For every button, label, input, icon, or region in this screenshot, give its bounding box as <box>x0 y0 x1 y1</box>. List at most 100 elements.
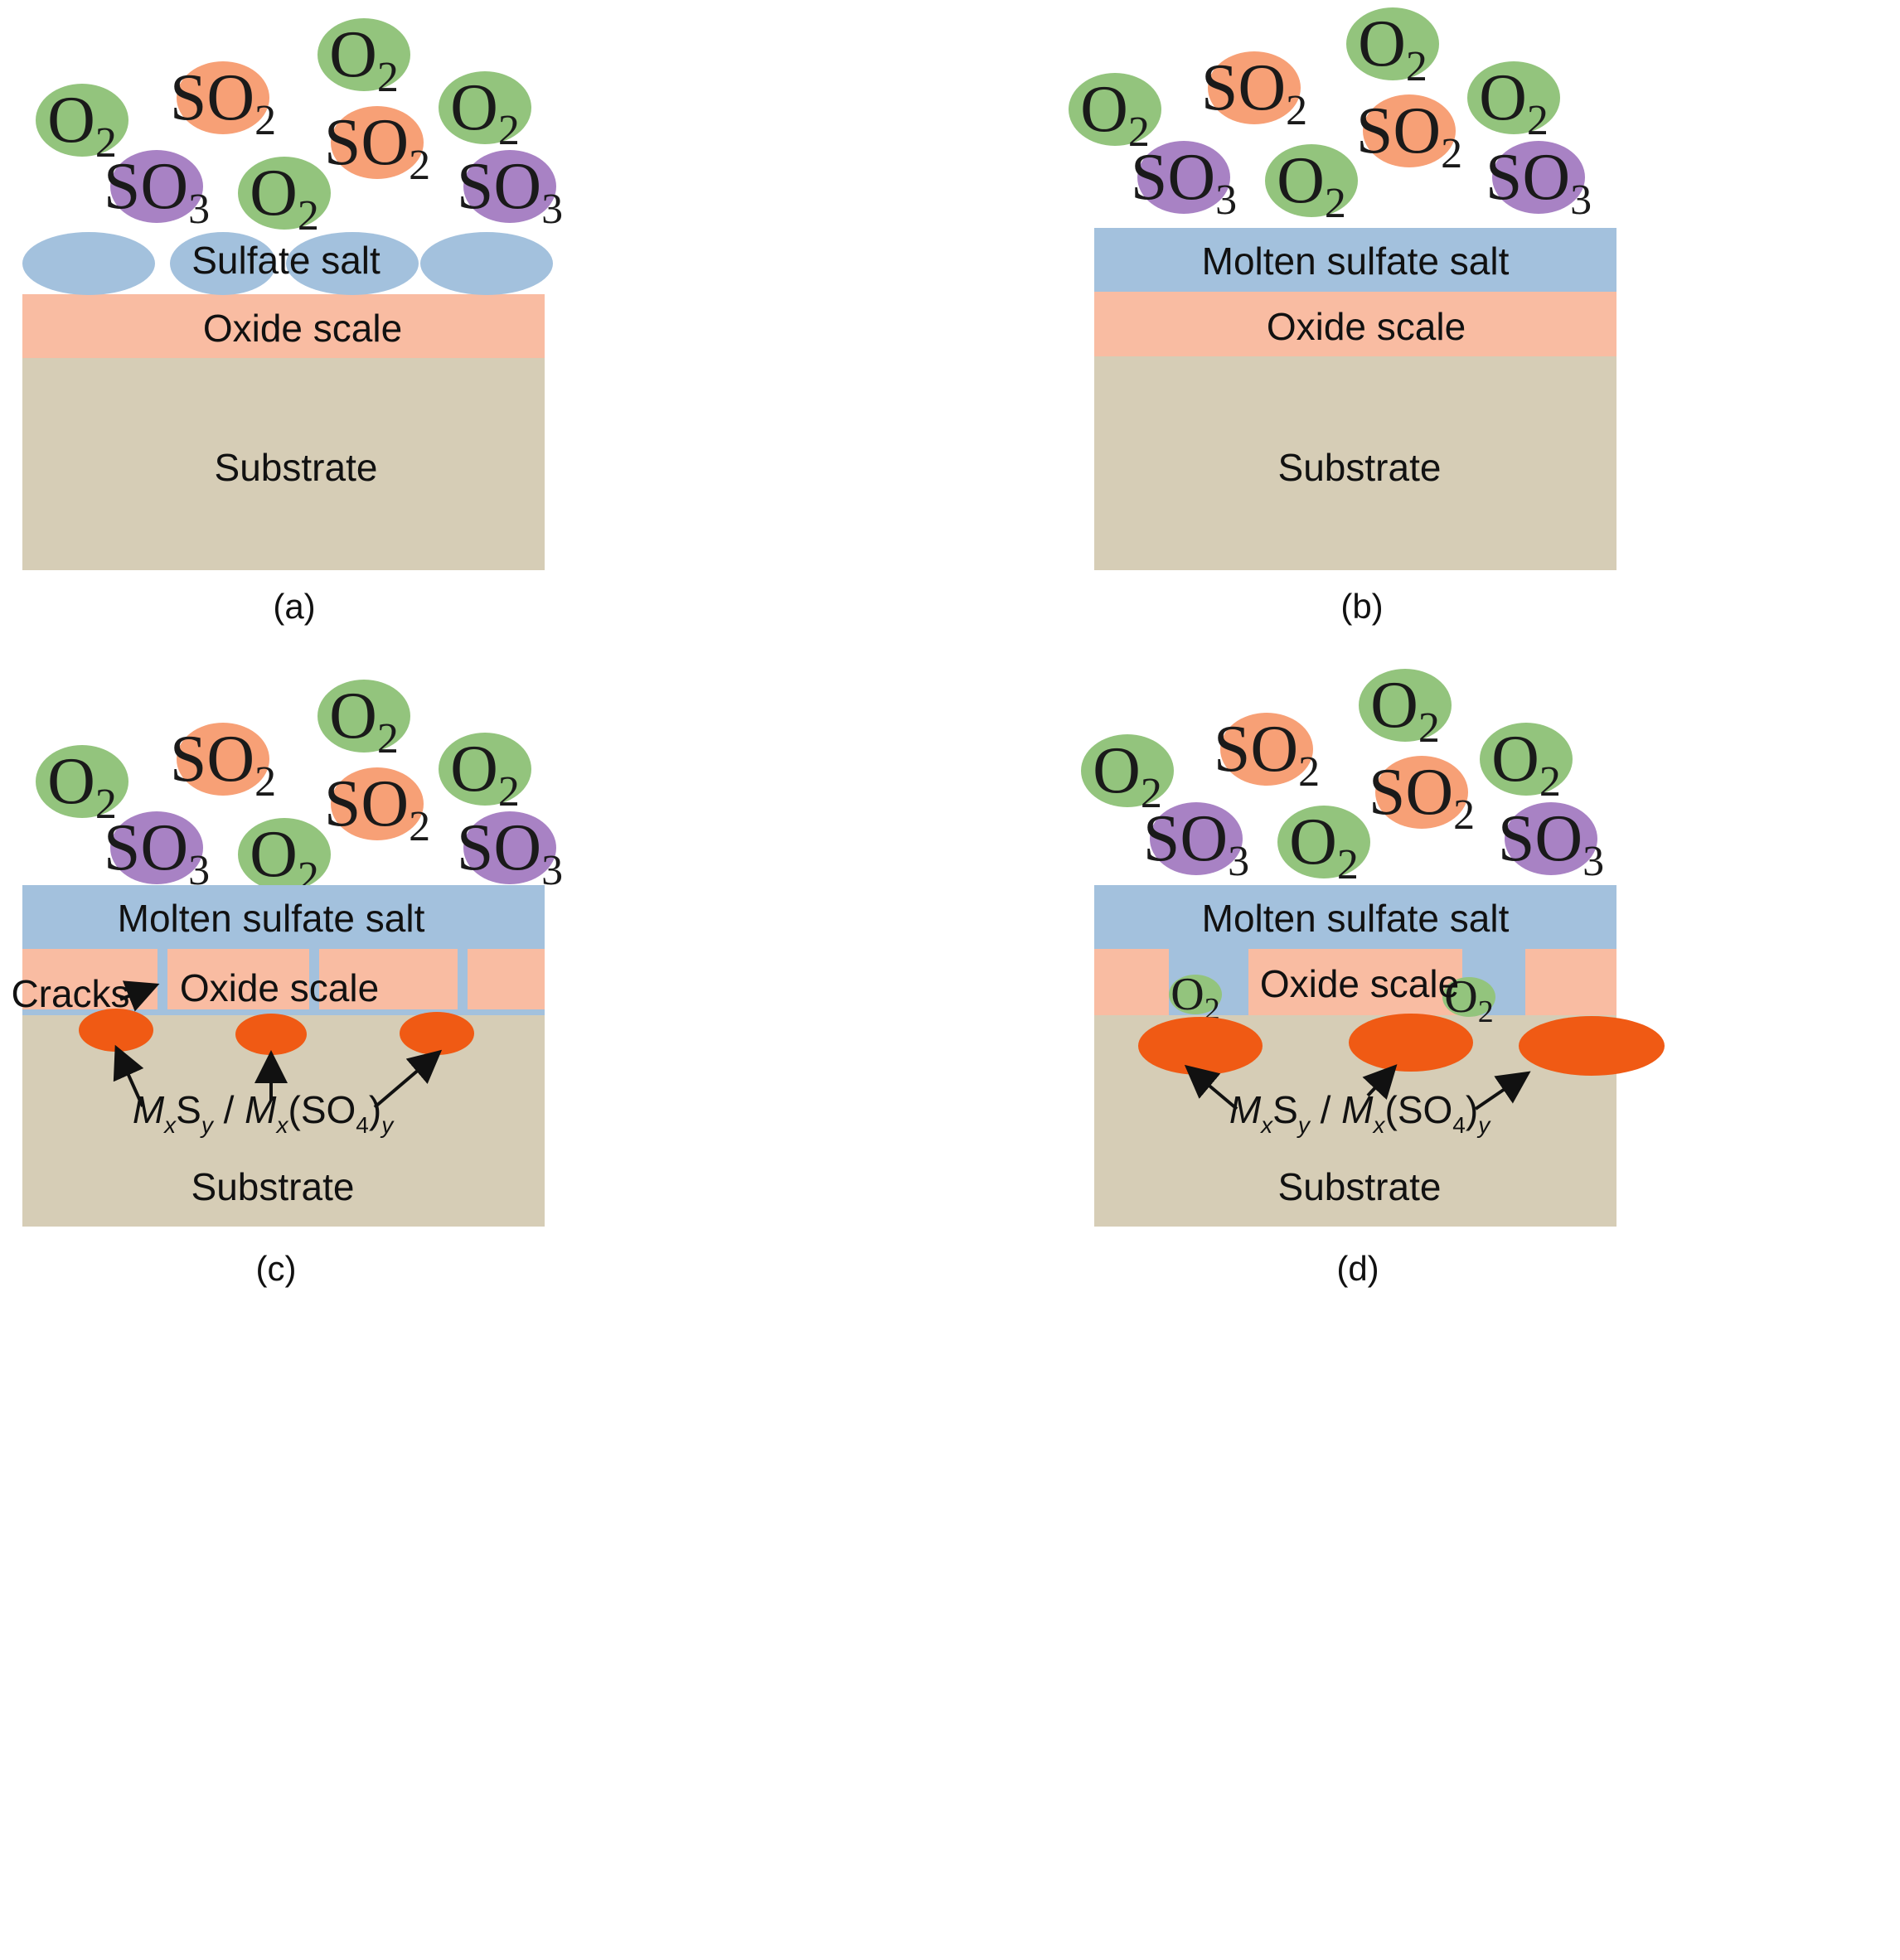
so3-bubble <box>110 811 203 884</box>
o2-formula: O2 <box>1358 7 1427 90</box>
so2-molecule: SO2 <box>1356 94 1462 177</box>
panel-caption: (c) <box>256 1249 297 1288</box>
product-formula-x1: x <box>162 1112 177 1138</box>
so2-base: SO <box>1369 756 1453 829</box>
crack <box>158 949 167 1015</box>
so3-base: SO <box>1143 802 1228 875</box>
o2-subscript: 2 <box>95 119 117 167</box>
so3-molecule: SO3 <box>457 811 563 894</box>
so2-base: SO <box>170 723 254 796</box>
o2-formula: O2 <box>450 733 520 815</box>
o2-formula: O2 <box>1093 734 1162 817</box>
product-formula-y2: y <box>1476 1112 1491 1138</box>
sulfate-salt-particle <box>170 232 276 295</box>
product-formula-slash: / <box>213 1088 245 1131</box>
corrosion-products <box>79 1009 474 1055</box>
so3-base: SO <box>104 150 188 223</box>
o2-bubble <box>1265 144 1358 217</box>
o2-subscript: 2 <box>298 192 319 240</box>
o2-bubble <box>1359 669 1452 742</box>
sulfide-product <box>1138 1017 1263 1075</box>
o2-base: O <box>1370 669 1418 742</box>
o2-base: O <box>1080 73 1128 146</box>
o2-formula: O2 <box>1444 971 1493 1029</box>
o2-subscript: 2 <box>498 768 520 815</box>
so3-subscript: 3 <box>541 847 563 894</box>
substrate-label: Substrate <box>191 1165 355 1208</box>
cracks-label: Cracks <box>11 972 129 1015</box>
so2-base: SO <box>170 61 254 134</box>
o2-molecule: O2 <box>439 71 531 154</box>
o2-formula: O2 <box>1289 806 1359 888</box>
o2-molecule: O2 <box>1265 144 1358 227</box>
substrate-label: Substrate <box>1278 1165 1442 1208</box>
so3-subscript: 3 <box>1570 177 1592 224</box>
so2-base: SO <box>1356 94 1441 167</box>
so2-bubble <box>1208 51 1301 124</box>
oxide-cracks <box>22 949 545 1015</box>
o2-molecule: O2 <box>1081 734 1174 817</box>
o2-formula: O2 <box>329 680 399 762</box>
so2-molecule: SO2 <box>170 723 276 806</box>
o2-subscript: 2 <box>1418 704 1440 752</box>
o2-molecule: O2 <box>1069 73 1161 156</box>
o2-bubble <box>1346 7 1439 80</box>
o2-bubble <box>1069 73 1161 146</box>
so2-subscript: 2 <box>254 758 276 806</box>
o2-bubble <box>1467 61 1560 134</box>
product-formula-y1: y <box>200 1112 215 1138</box>
so3-base: SO <box>1131 141 1215 214</box>
product-formula-m1: M <box>133 1088 165 1131</box>
o2-molecule: O2 <box>1467 61 1560 144</box>
o2-subscript: 2 <box>1478 995 1494 1029</box>
substrate-layer <box>1094 356 1616 570</box>
so2-molecule: SO2 <box>324 767 430 850</box>
so2-molecule: SO2 <box>324 106 430 189</box>
product-arrow <box>373 1049 443 1109</box>
molten-salt-label: Molten sulfate salt <box>1202 897 1510 940</box>
substrate-layer <box>22 358 545 570</box>
sulfide-product <box>235 1014 307 1055</box>
cracks-arrow <box>119 980 160 1012</box>
so2-bubble <box>331 106 424 179</box>
so2-base: SO <box>1201 51 1286 124</box>
substrate-label: Substrate <box>1278 446 1442 489</box>
o2-bubble <box>439 733 531 806</box>
so3-bubble <box>1492 141 1585 214</box>
panel-caption: (d) <box>1336 1249 1379 1288</box>
so2-molecule: SO2 <box>1201 51 1307 134</box>
so3-molecule: SO3 <box>457 150 563 233</box>
so3-formula: SO3 <box>1143 802 1249 885</box>
o2-subscript: 2 <box>1141 770 1162 817</box>
so2-base: SO <box>1214 713 1298 786</box>
oxide-scale-label: Oxide scale <box>180 966 379 1009</box>
o2-formula: O2 <box>47 745 117 828</box>
product-formula-x2: x <box>275 1112 289 1138</box>
o2-base: O <box>250 818 298 891</box>
o2-molecule: O2 <box>317 680 410 762</box>
o2-subscript: 2 <box>377 715 399 762</box>
o2-bubble <box>1081 734 1174 807</box>
o2-molecule: O2 <box>1480 723 1573 806</box>
so2-subscript: 2 <box>1298 748 1320 796</box>
sulfate-salt-label: Sulfate salt <box>191 239 380 282</box>
o2-bubble <box>439 71 531 144</box>
panel-caption: (a) <box>273 587 315 626</box>
o2-bubble <box>1442 977 1495 1017</box>
o2-molecule: O2 <box>439 733 531 815</box>
so2-formula: SO2 <box>324 106 430 189</box>
product-formula-four: 4 <box>1452 1112 1466 1138</box>
product-formula-m2: M <box>245 1088 277 1131</box>
so3-subscript: 3 <box>1215 177 1237 224</box>
so3-molecule: SO3 <box>1486 141 1592 224</box>
o2-subscript: 2 <box>1527 97 1549 144</box>
so3-molecule: SO3 <box>104 150 210 233</box>
oxide-scale-label: Oxide scale <box>203 307 402 350</box>
so3-formula: SO3 <box>1486 141 1592 224</box>
substrate-label: Substrate <box>215 446 378 489</box>
panel-caption: (b) <box>1340 587 1383 626</box>
so3-base: SO <box>457 150 541 223</box>
o2-bubble <box>1169 975 1222 1014</box>
